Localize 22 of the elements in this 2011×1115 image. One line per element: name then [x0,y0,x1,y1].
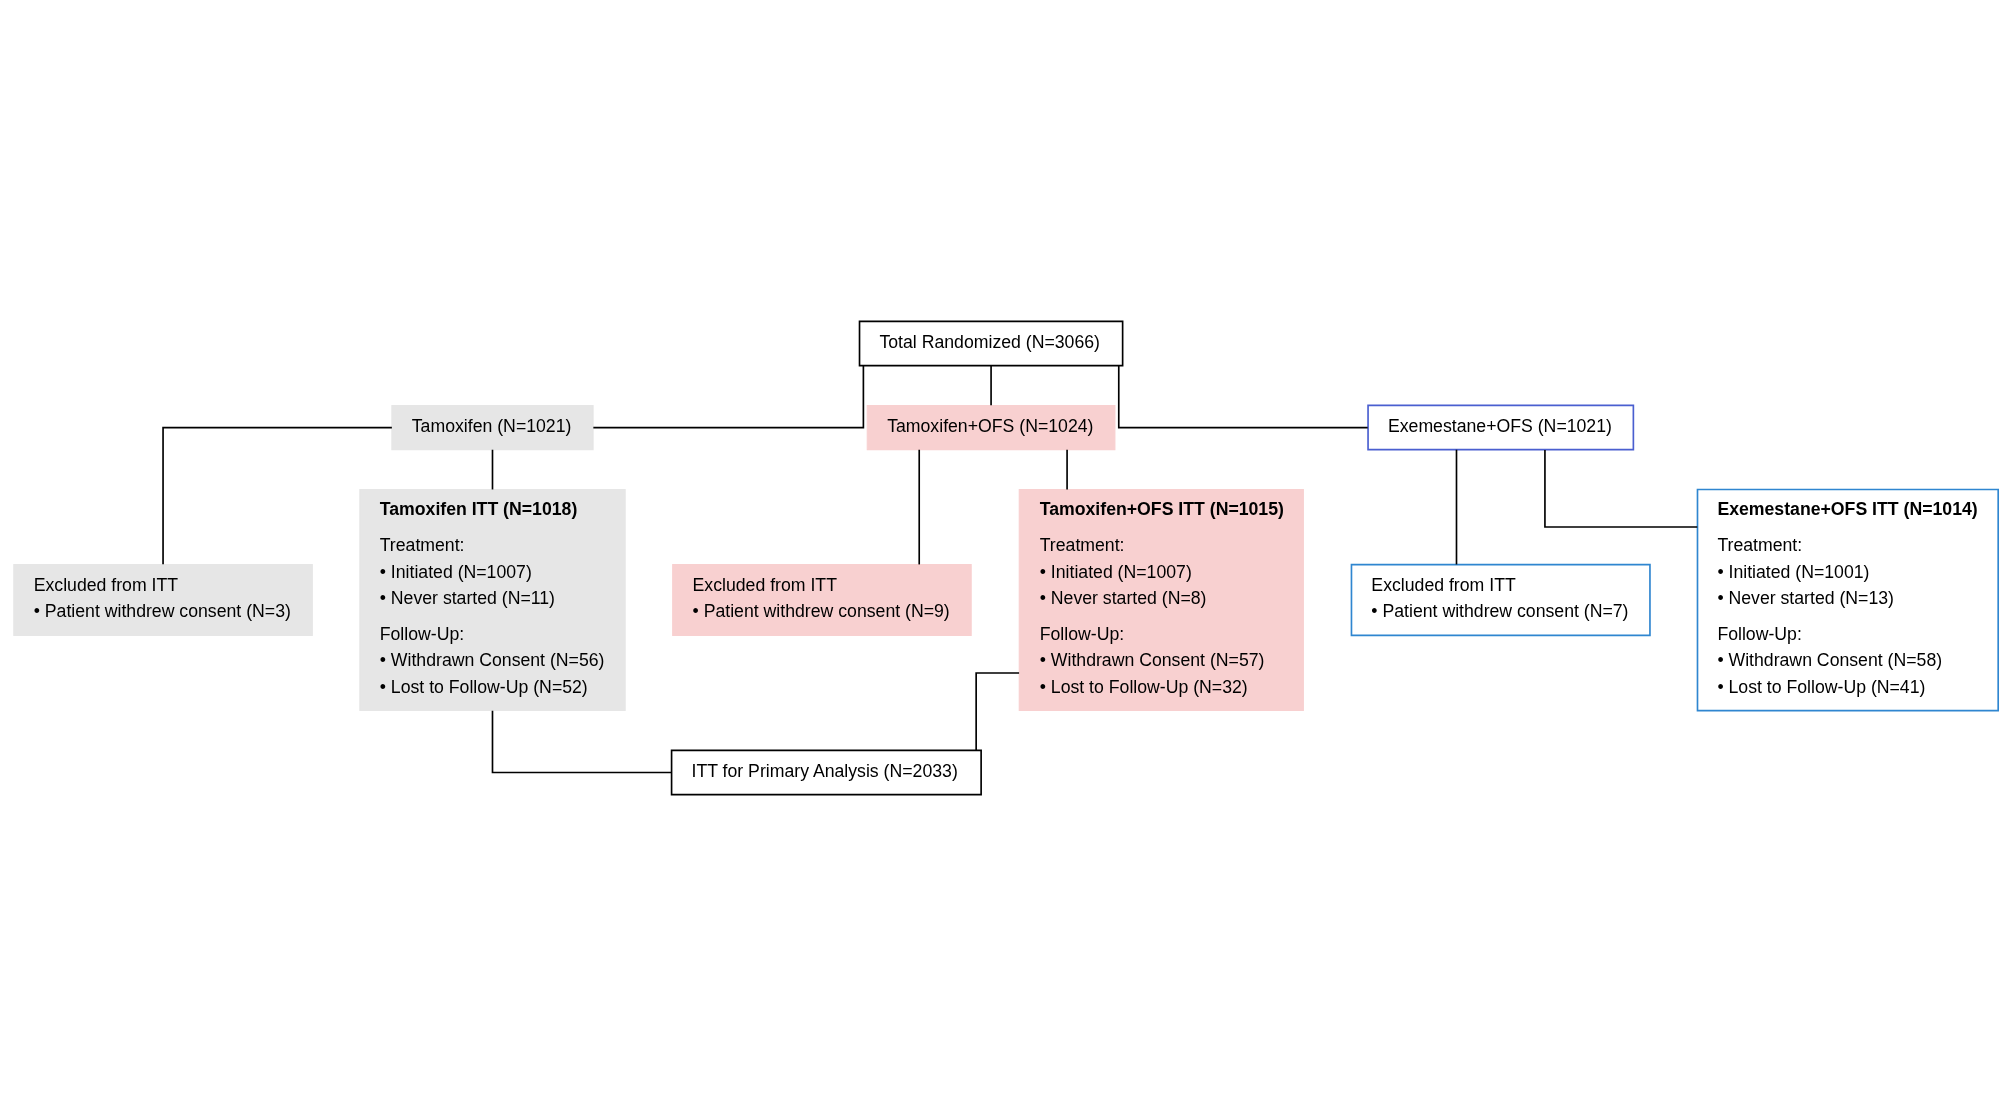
connector [989,364,992,406]
connector [917,448,920,565]
node-box: Tamoxifen ITT (N=1018) Treatment: • Initiated (N=1007) • Never started (N=11) Follow-Up: • Withdrawn Consent (N=56) • Lost to Follow-Up (N=52) [358,488,626,711]
connector [1065,448,1068,490]
node-box: Exemestane+OFS ITT (N=1014) Treatment: • Initiated (N=1001) • Never started (N=13) Follow-Up: • Withdrawn Consent (N=58) • Lost to Follow-Up (N=41) [1696,488,1999,711]
connector [491,448,493,490]
node-box: Tamoxifen+OFS (N=1024) [866,404,1115,450]
connector [491,709,672,773]
connector [1543,448,1698,528]
connector [161,426,393,565]
connector [974,671,1020,751]
node-box: Tamoxifen (N=1021) [390,404,594,450]
node-box: Exemestane+OFS (N=1021) [1366,404,1634,450]
connector [592,364,864,428]
node-box: Tamoxifen+OFS ITT (N=1015) Treatment: • Initiated (N=1007) • Never started (N=8) Follow-Up: • Withdrawn Consent (N=57) • Lost to Follow-Up (N=32) [1018,488,1304,711]
node-box: Excluded from ITT • Patient withdrew consent (N=3) [12,563,313,636]
node-box: Excluded from ITT • Patient withdrew consent (N=7) [1350,563,1651,636]
connector [1117,364,1368,428]
node-box: Excluded from ITT • Patient withdrew consent (N=9) [671,563,972,636]
node-box: ITT for Primary Analysis (N=2033) [670,749,982,795]
node-box: Total Randomized (N=3066) [858,320,1123,366]
connector [1455,448,1457,565]
